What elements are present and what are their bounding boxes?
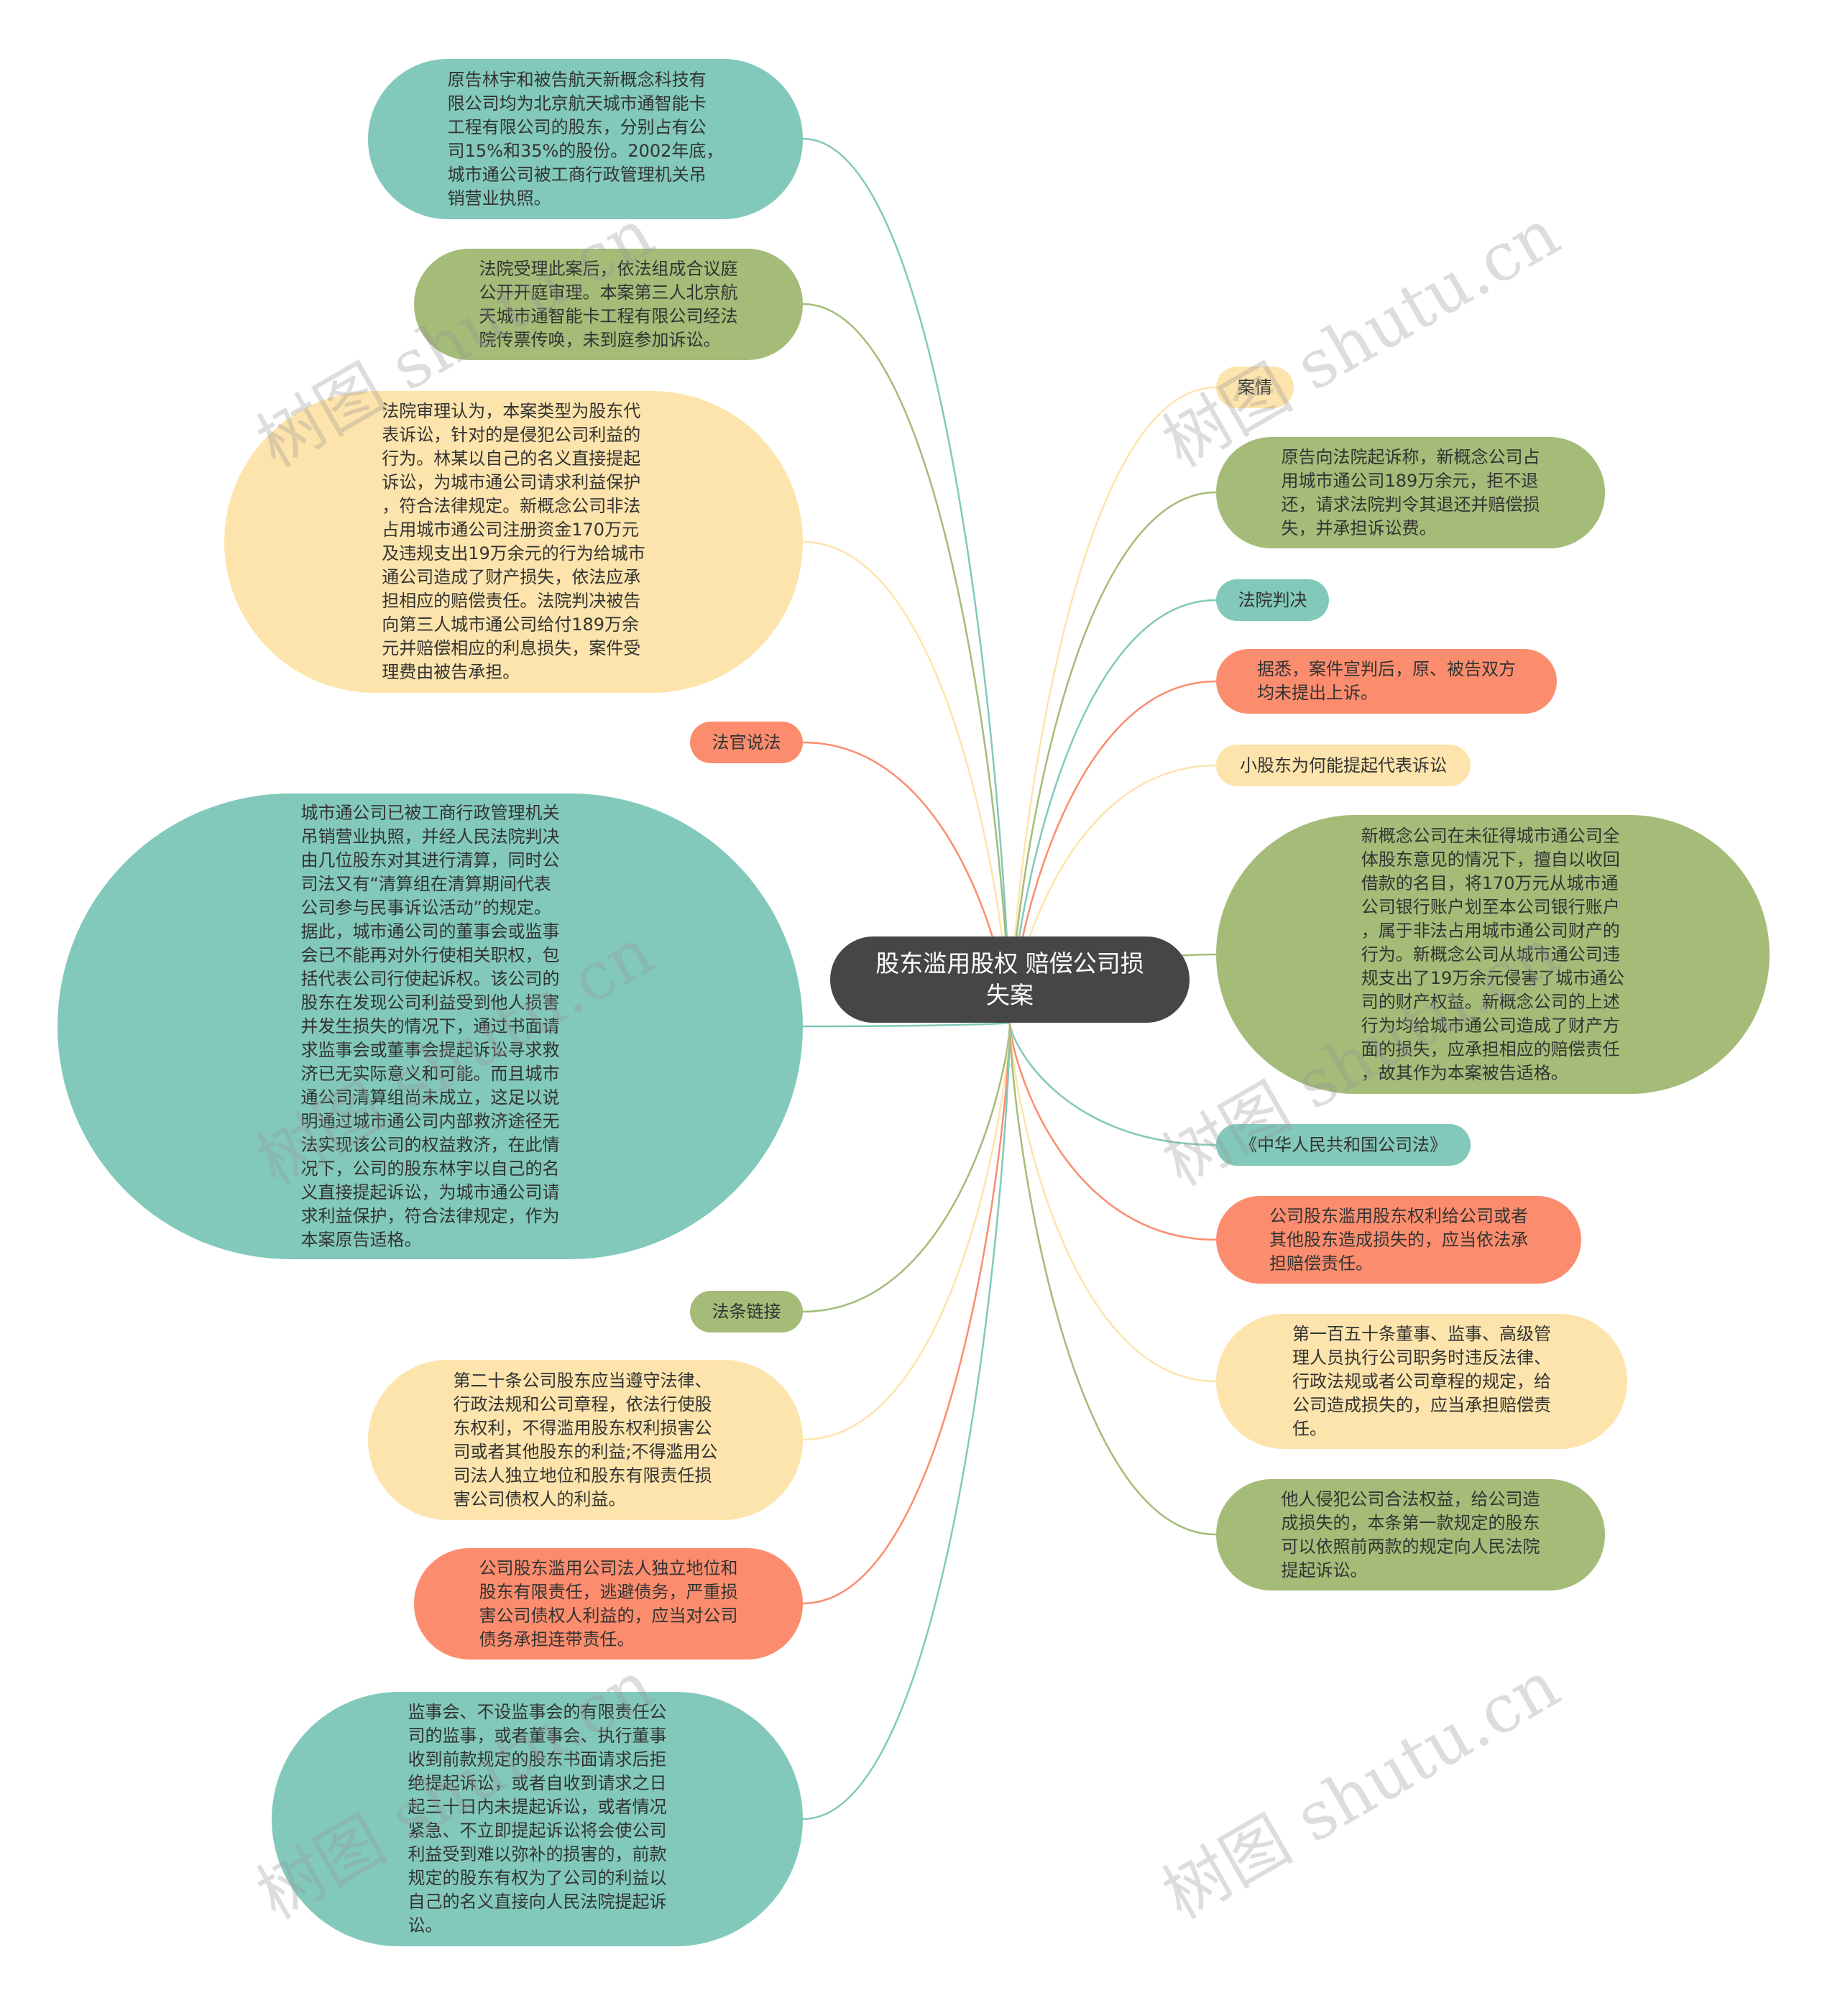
node-text: 原告林宇和被告航天新概念科技有 限公司均为北京航天城市通智能卡 工程有限公司的股…: [447, 69, 724, 208]
node-plaintiff-claim[interactable]: 原告向法院起诉称，新概念公司占 用城市通公司189万余元，拒不退 还，请求法院判…: [1216, 437, 1605, 548]
connector-line: [802, 137, 1011, 1023]
node-shareholder-abuse[interactable]: 公司股东滥用股东权利给公司或者 其他股东造成损失的，应当依法承 担赔偿责任。: [1216, 1196, 1581, 1284]
root-topic[interactable]: 股东滥用股权 赔偿公司损 失案: [830, 936, 1190, 1023]
node-joint-liability[interactable]: 公司股东滥用公司法人独立地位和 股东有限责任，逃避债务，严重损 害公司债权人利益…: [414, 1548, 803, 1660]
node-judge-commentary[interactable]: 法官说法: [690, 722, 803, 763]
node-legal-links[interactable]: 法条链接: [690, 1291, 803, 1333]
node-defendant-standing[interactable]: 新概念公司在未征得城市通公司全 体股东意见的情况下，擅自以收回 借款的名目，将1…: [1216, 815, 1770, 1094]
connector-line: [802, 1022, 1011, 1313]
node-text: 案情: [1238, 377, 1272, 397]
node-text: 第二十条公司股东应当遵守法律、 行政法规和公司章程，依法行使股 东权利，不得滥用…: [453, 1370, 718, 1509]
connector-line: [1008, 386, 1217, 1023]
node-text: 法官说法: [712, 732, 781, 752]
node-text: 公司股东滥用股东权利给公司或者 其他股东造成损失的，应当依法承 担赔偿责任。: [1269, 1205, 1528, 1274]
node-text: 法院受理此案后，依法组成合议庭 公开开庭审理。本案第三人北京航 天城市通智能卡工…: [479, 258, 738, 350]
node-text: 监事会、不设监事会的有限责任公 司的监事，或者董事会、执行董事 收到前款规定的股…: [408, 1702, 667, 1936]
node-text: 小股东为何能提起代表诉讼: [1240, 755, 1447, 775]
connector-line: [1008, 1022, 1217, 1383]
node-plaintiff-standing[interactable]: 城市通公司已被工商行政管理机关 吊销营业执照，并经人民法院判决 由几位股东对其进…: [58, 793, 803, 1259]
node-text: 新概念公司在未征得城市通公司全 体股东意见的情况下，擅自以收回 借款的名目，将1…: [1361, 825, 1625, 1083]
node-court-judgment[interactable]: 法院判决: [1216, 579, 1329, 621]
node-company-law[interactable]: 《中华人民共和国公司法》: [1216, 1124, 1471, 1166]
connector-line: [802, 1022, 1011, 1605]
node-article-20[interactable]: 第二十条公司股东应当遵守法律、 行政法规和公司章程，依法行使股 东权利，不得滥用…: [368, 1360, 803, 1520]
node-text: 《中华人民共和国公司法》: [1240, 1134, 1447, 1155]
connector-line: [1008, 1022, 1217, 1146]
node-case-facts[interactable]: 案情: [1216, 367, 1294, 408]
node-text: 城市通公司已被工商行政管理机关 吊销营业执照，并经人民法院判决 由几位股东对其进…: [300, 802, 560, 1250]
node-text: 他人侵犯公司合法权益，给公司造 成损失的，本条第一款规定的股东 可以依照前两款的…: [1281, 1488, 1540, 1580]
node-court-trial[interactable]: 法院受理此案后，依法组成合议庭 公开开庭审理。本案第三人北京航 天城市通智能卡工…: [414, 249, 803, 360]
node-third-party-infringement[interactable]: 他人侵犯公司合法权益，给公司造 成损失的，本条第一款规定的股东 可以依照前两款的…: [1216, 1479, 1605, 1591]
node-text: 第一百五十条董事、监事、高级管 理人员执行公司职务时违反法律、 行政法规或者公司…: [1292, 1323, 1551, 1439]
node-text: 公司股东滥用公司法人独立地位和 股东有限责任，逃避债务，严重损 害公司债权人利益…: [479, 1557, 738, 1649]
connector-line: [802, 1022, 1011, 1441]
connector-line: [1008, 1022, 1217, 1241]
node-text: 据悉，案件宣判后，原、被告双方 均未提出上诉。: [1257, 659, 1516, 703]
root-topic-text: 股东滥用股权 赔偿公司损 失案: [875, 949, 1144, 1009]
node-court-opinion[interactable]: 法院审理认为，本案类型为股东代 表诉讼，针对的是侵犯公司利益的 行为。林某以自己…: [224, 391, 803, 693]
node-supervisory-board[interactable]: 监事会、不设监事会的有限责任公 司的监事，或者董事会、执行董事 收到前款规定的股…: [272, 1692, 803, 1946]
node-text: 法院审理认为，本案类型为股东代 表诉讼，针对的是侵犯公司利益的 行为。林某以自己…: [382, 401, 645, 682]
node-text: 法院判决: [1238, 589, 1307, 610]
connector-line: [802, 303, 1011, 1023]
node-article-150[interactable]: 第一百五十条董事、监事、高级管 理人员执行公司职务时违反法律、 行政法规或者公司…: [1216, 1314, 1627, 1449]
node-text: 法条链接: [712, 1301, 781, 1322]
connector-line: [1008, 1022, 1217, 1536]
node-no-appeal[interactable]: 据悉，案件宣判后，原、被告双方 均未提出上诉。: [1216, 649, 1557, 714]
connector-line: [802, 1022, 1011, 1821]
node-minority-shareholder[interactable]: 小股东为何能提起代表诉讼: [1216, 745, 1471, 786]
connector-line: [802, 1021, 1011, 1028]
node-case-background[interactable]: 原告林宇和被告航天新概念科技有 限公司均为北京航天城市通智能卡 工程有限公司的股…: [368, 59, 803, 219]
node-text: 原告向法院起诉称，新概念公司占 用城市通公司189万余元，拒不退 还，请求法院判…: [1281, 446, 1540, 538]
